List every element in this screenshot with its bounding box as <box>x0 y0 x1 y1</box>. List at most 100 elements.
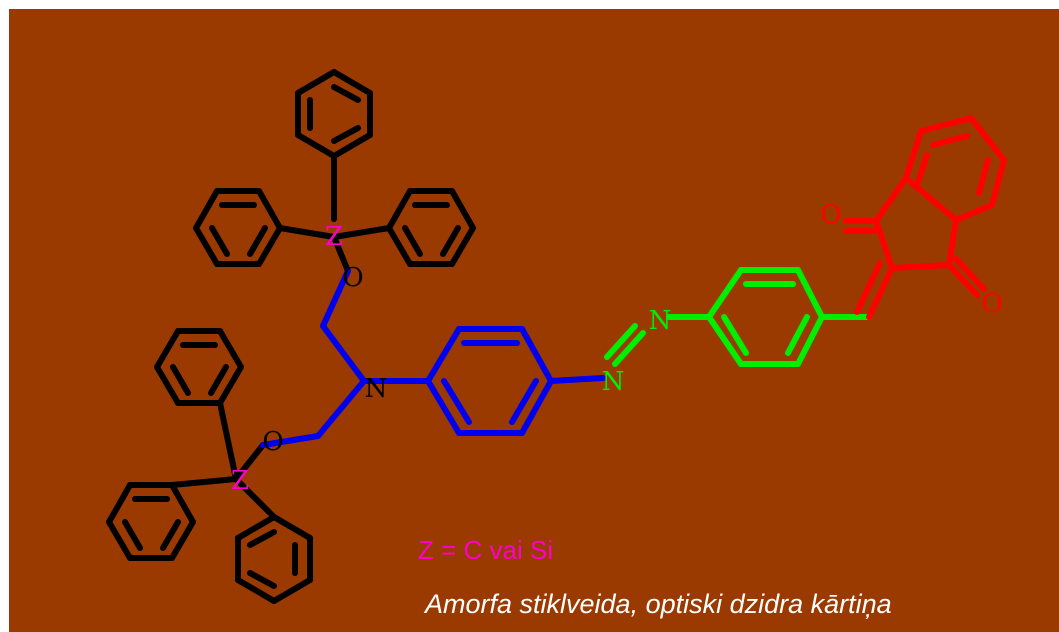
bond <box>235 577 277 604</box>
bond <box>106 482 133 525</box>
bond <box>946 217 959 268</box>
bond <box>256 188 283 231</box>
bond <box>315 378 367 439</box>
bond <box>331 69 373 96</box>
bond <box>968 115 1007 163</box>
bond <box>785 314 810 356</box>
bond <box>256 225 283 267</box>
atom-labels: Z O N O Z N N O O <box>231 200 1003 496</box>
atom-label-o-ketone: O <box>981 289 1002 319</box>
bond <box>873 175 909 224</box>
bond <box>169 519 196 561</box>
bond <box>425 378 462 436</box>
molecule-structure: Z O N O Z N N O O <box>106 69 1007 604</box>
bond <box>449 188 476 231</box>
bond <box>946 262 980 298</box>
structure-diagram: Z O N O Z N N O O <box>9 9 1059 632</box>
atom-label-o-ketone: O <box>820 200 841 230</box>
bond <box>271 514 313 541</box>
bond <box>548 375 606 384</box>
bond <box>903 128 924 181</box>
bond <box>425 326 462 384</box>
bond <box>320 323 367 384</box>
bond <box>953 256 987 292</box>
bond <box>795 314 825 367</box>
bond <box>331 132 373 159</box>
bond <box>331 234 351 274</box>
bond <box>721 314 749 356</box>
bond <box>604 323 638 360</box>
bond <box>706 314 744 367</box>
bond <box>193 188 220 231</box>
bond <box>441 378 472 425</box>
bond <box>930 133 970 148</box>
atom-label-z: Z <box>231 466 249 496</box>
upper-trityl-group <box>193 69 476 267</box>
bond <box>208 364 229 396</box>
azobenzene-unit <box>604 267 872 367</box>
bond <box>976 157 991 196</box>
slide: Z O N O Z N N O O Z = C vai Si Amorfa st… <box>9 9 1059 632</box>
bond <box>386 225 413 267</box>
bond <box>953 202 995 223</box>
bond <box>247 529 277 548</box>
bond <box>331 84 361 103</box>
bond <box>154 364 181 406</box>
linker-bonds <box>233 234 351 482</box>
bond <box>440 225 461 257</box>
bond <box>903 175 959 223</box>
bond <box>519 378 554 436</box>
bond <box>122 519 143 551</box>
bond <box>233 442 266 482</box>
atom-label-n-amine: N <box>365 374 388 404</box>
bond <box>217 400 239 482</box>
bond <box>106 519 133 561</box>
bond <box>320 268 351 329</box>
bond <box>866 265 895 320</box>
atom-label-o: O <box>262 427 283 457</box>
bond <box>989 157 1007 208</box>
slide-background <box>9 9 1059 632</box>
bond <box>170 364 191 396</box>
bond <box>271 577 313 604</box>
bond <box>209 225 230 257</box>
bond <box>915 152 930 185</box>
atom-label-z: Z <box>325 222 343 252</box>
bond <box>889 262 952 271</box>
bond <box>706 267 744 320</box>
bond <box>247 225 268 257</box>
bond <box>449 225 476 267</box>
bond <box>235 514 277 541</box>
bond <box>509 378 539 425</box>
bond <box>217 328 244 370</box>
indandione-unit <box>843 115 1007 320</box>
bond <box>247 570 277 589</box>
material-caption: Amorfa stiklveida, optiski dzidra kārtiņ… <box>425 589 892 619</box>
bond <box>873 218 895 271</box>
bond <box>918 115 974 134</box>
atom-label-n-azo: N <box>649 306 672 336</box>
bond <box>331 125 361 144</box>
bond <box>154 328 181 370</box>
bond <box>854 260 883 315</box>
bond <box>217 364 244 406</box>
lower-trityl-group <box>106 328 313 604</box>
bond <box>612 330 646 367</box>
aminophenyl-unit <box>260 268 606 448</box>
bond <box>277 225 337 240</box>
bond <box>295 69 337 96</box>
bond <box>160 519 181 551</box>
atom-label-o: O <box>342 263 363 293</box>
substituent-note: Z = C vai Si <box>418 535 554 565</box>
bond <box>795 267 825 320</box>
bond <box>169 476 239 488</box>
bond <box>169 482 196 525</box>
bond <box>295 132 337 159</box>
atom-label-n-azo: N <box>602 367 625 397</box>
bond <box>260 433 321 448</box>
bond <box>519 326 554 384</box>
bond <box>386 188 413 231</box>
bond <box>193 225 220 267</box>
bond <box>233 476 277 520</box>
bond <box>402 225 423 257</box>
